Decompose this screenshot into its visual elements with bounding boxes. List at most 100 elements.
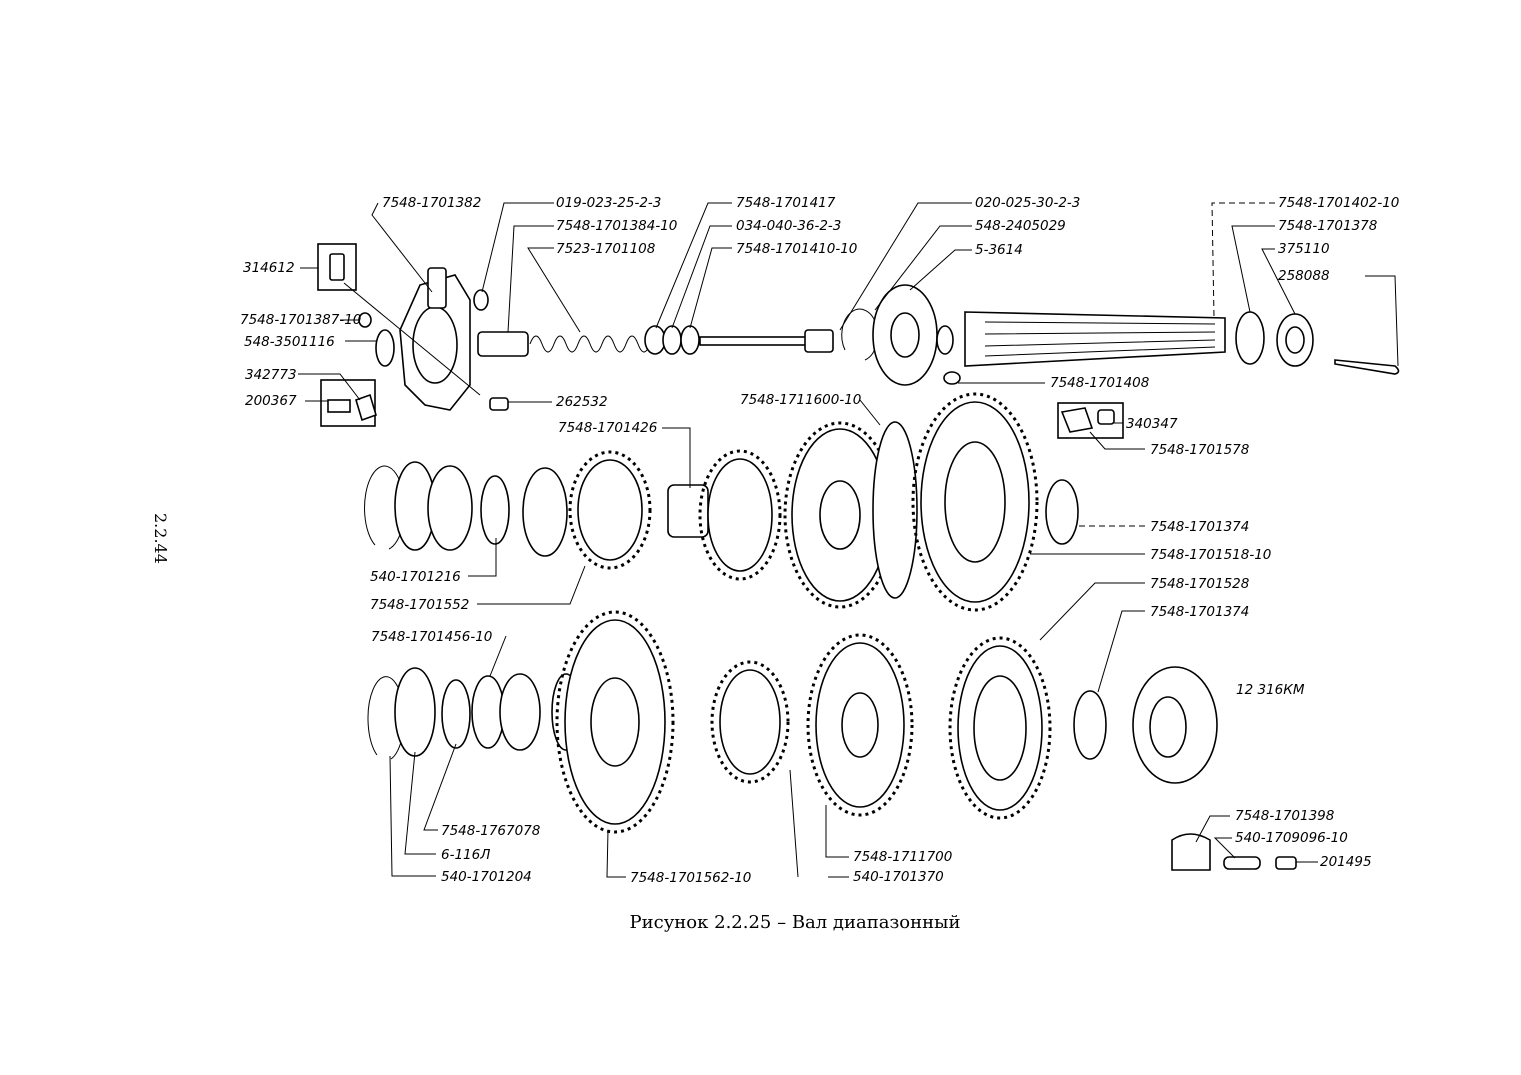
hub-1701426 <box>667 484 709 538</box>
callout-c04: 7523-1701108 <box>556 241 655 257</box>
callout-c15: 314612 <box>243 260 295 276</box>
callout-c19: 200367 <box>245 393 297 409</box>
callout-c08: 020-025-30-2-3 <box>975 195 1080 211</box>
callout-c35: 6-116Л <box>441 847 490 863</box>
callout-c09: 548-2405029 <box>975 218 1066 234</box>
page-number: 2.2.44 <box>151 513 170 564</box>
clutch-drum-hub <box>819 480 861 550</box>
gear-1701562-bore <box>590 677 640 767</box>
callout-c34: 7548-1767078 <box>441 823 540 839</box>
big-gear-bore <box>944 441 1006 563</box>
bolt-340347 <box>1097 409 1115 425</box>
washer-2405029 <box>936 325 954 355</box>
spring <box>529 335 651 353</box>
callout-c17: 548-3501116 <box>244 334 335 350</box>
gear-1701552-teeth <box>568 450 652 570</box>
gear-1701552 <box>577 459 643 561</box>
bolt <box>327 399 351 413</box>
gear-1701528-teeth <box>948 636 1052 820</box>
sync-row3-teeth <box>710 660 790 784</box>
bearing-6-116L <box>394 667 436 757</box>
piston <box>477 331 529 357</box>
callout-c05: 7548-1701417 <box>736 195 836 211</box>
callout-c03: 7548-1701384-10 <box>556 218 677 234</box>
callout-c41: 540-1709096-10 <box>1235 830 1348 846</box>
callout-c30: 7548-1701528 <box>1150 576 1249 592</box>
callout-c27: 7548-1701518-10 <box>1150 547 1271 563</box>
key-1701408 <box>943 371 961 385</box>
callout-c16: 7548-1701387-10 <box>240 312 361 328</box>
plate-1701578 <box>1060 407 1094 433</box>
ring-1701374-a <box>1045 479 1079 545</box>
clutch-row3-teeth <box>806 633 914 817</box>
gear-1701562-teeth <box>555 610 675 834</box>
callout-c23: 7548-1701426 <box>558 420 657 436</box>
callout-c28: 540-1701216 <box>370 569 461 585</box>
nut-bore <box>1285 326 1305 354</box>
callout-c24: 340347 <box>1126 416 1178 432</box>
gear-1701528-bore <box>973 675 1027 781</box>
callout-c38: 7548-1711700 <box>853 849 952 865</box>
callout-c42: 201495 <box>1320 854 1372 870</box>
leader-lines <box>298 202 1399 878</box>
snap-ring-c <box>680 325 700 355</box>
rod-end <box>804 329 834 353</box>
row2-gear-assembly <box>364 392 1124 612</box>
o-ring-small <box>473 289 489 311</box>
big-gear-1701518-teeth <box>911 392 1039 612</box>
callout-c14: 258088 <box>1278 268 1330 284</box>
callout-c22: 7548-1711600-10 <box>740 392 861 408</box>
ring-1701374-b <box>1073 690 1107 760</box>
callout-c10: 5-3614 <box>975 242 1023 258</box>
callout-labels: 7548-1701382 019-023-25-2-3 7548-1701384… <box>240 195 1399 886</box>
spacer-ring <box>480 475 510 545</box>
callout-c39: 540-1701370 <box>853 869 944 885</box>
roller-bearing-540-1701216 <box>427 465 473 551</box>
needle-bearing <box>522 467 568 557</box>
callout-c21: 7548-1701408 <box>1050 375 1149 391</box>
row3-gear-assembly <box>367 610 1297 871</box>
callout-c37: 7548-1701562-10 <box>630 870 751 886</box>
ring-1767078 <box>441 679 471 749</box>
callout-c06: 034-040-36-2-3 <box>736 218 841 234</box>
bearing-12316KM-bore <box>1149 696 1187 758</box>
cotter-pin <box>1334 359 1400 375</box>
rod <box>699 336 811 346</box>
callout-c20: 262532 <box>556 394 608 410</box>
callout-c11: 7548-1701402-10 <box>1278 195 1399 211</box>
callout-c33: 12 316КМ <box>1236 682 1305 698</box>
callout-c36: 540-1701204 <box>441 869 532 885</box>
bolt-201495 <box>1275 856 1297 870</box>
bearing-bore <box>890 312 920 358</box>
ring-1701402 <box>1235 311 1265 365</box>
sync-gear-teeth <box>698 449 782 581</box>
snap-ring-a <box>644 325 666 355</box>
clutch-row3-hub <box>841 692 879 758</box>
callout-c26: 7548-1701374 <box>1150 519 1249 535</box>
callout-c40: 7548-1701398 <box>1235 808 1334 824</box>
callout-c02: 019-023-25-2-3 <box>556 195 661 211</box>
clip-1701398 <box>1171 833 1211 871</box>
snap-ring-b <box>662 325 682 355</box>
callout-c25: 7548-1701578 <box>1150 442 1249 458</box>
shaft-splines <box>984 321 1216 357</box>
callout-c12: 7548-1701378 <box>1278 218 1377 234</box>
figure-caption: Рисунок 2.2.25 – Вал диапазонный <box>629 912 961 933</box>
lock-plate <box>355 393 377 422</box>
drum-side <box>872 421 918 599</box>
housing-boss <box>427 267 447 309</box>
splined-shaft <box>964 311 1226 367</box>
link-1709096 <box>1223 856 1261 870</box>
sync-gear <box>707 458 773 572</box>
callout-c01: 7548-1701382 <box>382 195 481 211</box>
seal-ring <box>375 329 395 367</box>
callout-c32: 7548-1701456-10 <box>371 629 492 645</box>
sync-1701370 <box>719 669 781 775</box>
grease-fitting <box>329 253 345 281</box>
plug-262532 <box>489 397 509 411</box>
callout-c13: 375110 <box>1278 241 1330 257</box>
callout-c18: 342773 <box>245 367 297 383</box>
needle-bearing-row3 <box>499 673 541 751</box>
row1-shaft-assembly <box>317 243 1400 427</box>
